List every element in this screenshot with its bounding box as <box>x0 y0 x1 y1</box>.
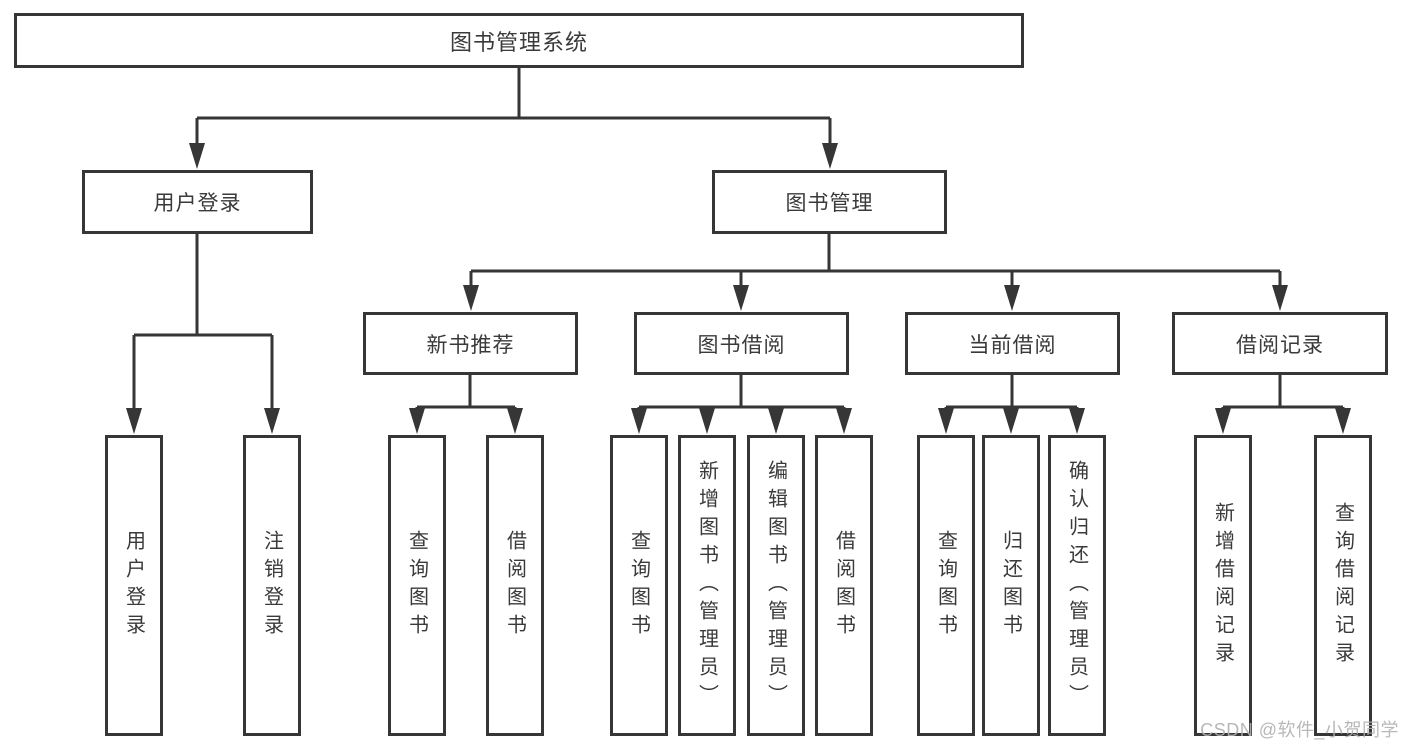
connector-root <box>189 68 838 169</box>
node-book-management-system: 图书管理系统 <box>14 13 1024 68</box>
arrow-down-icon <box>1069 408 1085 434</box>
leaf-edit-book-admin: 编辑图书（管理员） <box>747 435 805 736</box>
leaf-user-login: 用户登录 <box>105 435 163 736</box>
arrow-down-icon <box>1003 408 1019 434</box>
node-label: 借阅图书 <box>503 529 526 642</box>
node-label: 用户登录 <box>153 192 242 215</box>
node-label: 查询图书 <box>405 529 428 642</box>
node-new-book-recommend: 新书推荐 <box>363 312 578 375</box>
node-label: 确认归还（管理员） <box>1065 459 1088 712</box>
leaf-borrow-books-recommend: 借阅图书 <box>486 435 544 736</box>
node-borrowing-records: 借阅记录 <box>1172 312 1388 375</box>
node-label: 当前借阅 <box>968 333 1057 357</box>
connector-book-borrowing <box>631 375 852 434</box>
arrow-down-icon <box>264 408 280 434</box>
arrow-down-icon <box>733 285 749 311</box>
connector-new-book-recommend <box>409 375 523 434</box>
node-label: 查询借阅记录 <box>1331 501 1354 670</box>
node-label: 编辑图书（管理员） <box>764 459 787 712</box>
node-current-borrowing: 当前借阅 <box>905 312 1120 375</box>
node-book-borrowing: 图书借阅 <box>634 312 849 375</box>
node-label: 查询图书 <box>627 529 650 642</box>
node-label: 注销登录 <box>260 529 283 642</box>
leaf-query-books-recommend: 查询图书 <box>388 435 446 736</box>
node-label: 新书推荐 <box>426 333 515 357</box>
node-label: 图书管理系统 <box>449 29 588 55</box>
arrow-down-icon <box>507 408 523 434</box>
arrow-down-icon <box>126 408 142 434</box>
leaf-add-borrow-record: 新增借阅记录 <box>1194 435 1252 736</box>
arrow-down-icon <box>1272 285 1288 311</box>
arrow-down-icon <box>463 285 479 311</box>
node-label: 归还图书 <box>999 529 1022 642</box>
node-label: 用户登录 <box>122 529 145 642</box>
node-label: 新增借阅记录 <box>1211 501 1234 670</box>
arrow-down-icon <box>938 408 954 434</box>
watermark: CSDN @软件_小贺同学 <box>1200 720 1399 740</box>
leaf-add-book-admin: 新增图书（管理员） <box>678 435 736 736</box>
node-label: 图书管理 <box>785 192 874 215</box>
node-book-management: 图书管理 <box>712 170 947 234</box>
leaf-confirm-return-admin: 确认归还（管理员） <box>1048 435 1106 736</box>
node-label: 借阅图书 <box>832 529 855 642</box>
arrow-down-icon <box>1215 408 1231 434</box>
arrow-down-icon <box>1004 285 1020 311</box>
arrow-down-icon <box>699 408 715 434</box>
arrow-down-icon <box>189 143 205 169</box>
connector-book-management <box>463 234 1288 311</box>
leaf-return-books: 归还图书 <box>982 435 1040 736</box>
arrow-down-icon <box>836 408 852 434</box>
node-label: 查询图书 <box>934 529 957 642</box>
connector-borrowing-records <box>1215 375 1351 434</box>
connector-current-borrowing <box>938 375 1085 434</box>
node-label: 图书借阅 <box>697 333 786 357</box>
arrow-down-icon <box>1335 408 1351 434</box>
node-label: 借阅记录 <box>1236 333 1324 357</box>
leaf-logout: 注销登录 <box>243 435 301 736</box>
arrow-down-icon <box>409 408 425 434</box>
arrow-down-icon <box>768 408 784 434</box>
leaf-query-borrow-record: 查询借阅记录 <box>1314 435 1372 736</box>
node-user-login: 用户登录 <box>82 170 313 234</box>
connector-user-login <box>126 234 280 434</box>
leaf-borrow-books-borrowing: 借阅图书 <box>815 435 873 736</box>
leaf-query-books-borrowing: 查询图书 <box>610 435 668 736</box>
leaf-query-books-current: 查询图书 <box>917 435 975 736</box>
arrow-down-icon <box>631 408 647 434</box>
arrow-down-icon <box>822 143 838 169</box>
node-label: 新增图书（管理员） <box>695 459 718 712</box>
